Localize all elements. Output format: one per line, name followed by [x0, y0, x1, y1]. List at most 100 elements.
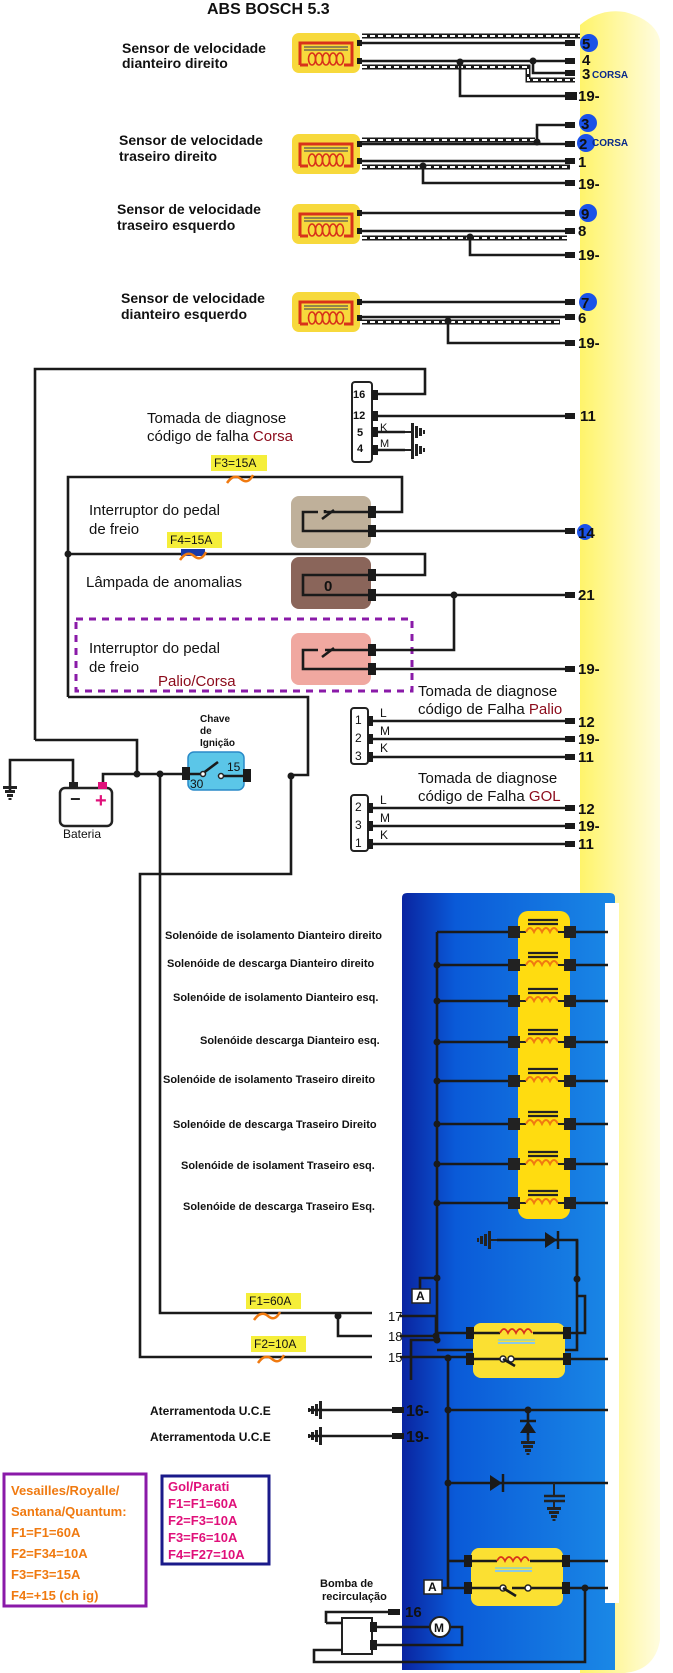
- solenoid-label: Solenóide de isolamento Traseiro direito: [163, 1074, 375, 1086]
- corsa-note: CORSA: [592, 138, 628, 149]
- battery-label: Bateria: [63, 827, 101, 841]
- ecu-pin: 12: [578, 714, 595, 731]
- recirculation-relay: [448, 1548, 570, 1606]
- ignition-switch: 30 15: [182, 751, 251, 791]
- ecu-pin: 19-: [578, 335, 600, 352]
- fuse-table-line: Gol/Parati: [168, 1479, 229, 1494]
- ignition-pin: 15: [227, 760, 241, 774]
- diode-icon: [520, 1421, 536, 1433]
- fuse-table-line: F1=F1=60A: [11, 1525, 81, 1540]
- sensor-front-right: Sensor de velocidade dianteiro direito: [122, 31, 580, 100]
- ecu-pin: 7: [581, 295, 589, 312]
- diag-connector-corsa: 16 12 5 4 K M: [351, 381, 575, 463]
- fuse-label-bg: [167, 532, 222, 548]
- fuse-table-gol: Gol/Parati F1=F1=60A F2=F3=10A F3=F6=10A…: [160, 1474, 271, 1566]
- solenoid-label: Solenóide de descarga Traseiro Direito: [173, 1119, 377, 1131]
- ecu-pin: 11: [578, 749, 594, 766]
- lamp-icon: 0: [324, 578, 332, 595]
- solenoid-label: Solenóide descarga Dianteiro esq.: [200, 1035, 380, 1047]
- ground-label: Aterramentoda U.C.E: [150, 1404, 271, 1418]
- ground-icon: [404, 440, 426, 460]
- solenoid-label: Solenóide de isolamento Dianteiro direit…: [165, 930, 382, 942]
- palio-corsa-brand: Palio/Corsa: [158, 673, 236, 690]
- pump-pin: 16: [405, 1604, 422, 1621]
- sensor-label-line2: dianteiro direito: [122, 55, 228, 71]
- fuse-table-line: Vesailles/Royalle/: [11, 1483, 120, 1498]
- ecu-pin: 4: [582, 52, 591, 69]
- ground-icon: [404, 422, 426, 442]
- sensor-label-line1: Sensor de velocidade: [122, 40, 266, 56]
- line-tag: K: [380, 828, 388, 842]
- pin-highlight: [579, 204, 597, 222]
- fuse-f2-label: F2=10A: [254, 1337, 296, 1351]
- fuse-label-bg: [246, 1293, 301, 1309]
- fuse-table-line: F2=F34=10A: [11, 1546, 88, 1561]
- battery: − +: [58, 782, 114, 828]
- diag-corsa-label: código de falha Corsa: [147, 428, 294, 445]
- fuse-f1-label: F1=60A: [249, 1294, 291, 1308]
- diag-gol-label: código de Falha GOL: [418, 788, 561, 805]
- connector-pin: 1: [355, 836, 362, 850]
- fuse-table-line: F2=F3=10A: [168, 1513, 238, 1528]
- ignition-label: de: [200, 726, 212, 737]
- ecu-pin: 19-: [578, 88, 600, 105]
- fuse-f4-label: F4=15A: [170, 533, 212, 547]
- pin-highlight: [577, 134, 595, 152]
- diag-palio-label: código de Falha Palio: [418, 701, 562, 718]
- connector-pin: 4: [357, 443, 364, 455]
- ignition-pin: 30: [190, 777, 204, 791]
- ecu-pin: 11: [578, 836, 594, 853]
- ground-label: Aterramentoda U.C.E: [150, 1430, 271, 1444]
- brake-switch: [291, 496, 376, 548]
- brake-switch-label: de freio: [89, 521, 139, 538]
- fuse-icon: [256, 1354, 286, 1364]
- connector-pin: 1: [355, 713, 362, 727]
- pin-highlight: [577, 524, 593, 540]
- ecu-pin: 6: [578, 310, 586, 327]
- connector-pin: 2: [355, 731, 362, 745]
- connector-pin: 3: [355, 818, 362, 832]
- fuse-table-vw: Vesailles/Royalle/ Santana/Quantum: F1=F…: [2, 1472, 148, 1608]
- ground-pin: 16-: [406, 1403, 429, 1420]
- fuse-icon: [252, 1311, 282, 1321]
- pump-label: Bomba de: [320, 1578, 373, 1590]
- fuse-table-line: F1=F1=60A: [168, 1496, 238, 1511]
- sensor-rear-right: Sensor de velocidade traseiro direito: [119, 122, 575, 186]
- ecu-pin: 1: [578, 154, 586, 171]
- diag-gol-label: Tomada de diagnose: [418, 770, 557, 787]
- pin-highlight: [580, 34, 598, 52]
- battery-negative: −: [70, 789, 81, 809]
- solenoid-label: Solenóide de descarga Traseiro Esq.: [183, 1201, 375, 1213]
- warning-lamp-label: Lâmpada de anomalias: [86, 574, 242, 591]
- power-pin: 18: [388, 1329, 402, 1344]
- solenoid-rows: [433, 918, 608, 1211]
- connector-pin: 2: [355, 800, 362, 814]
- ground-pin: 19-: [406, 1429, 429, 1446]
- speed-sensor-icon: [290, 132, 362, 176]
- relay-tag-label: A: [428, 1580, 437, 1594]
- fuse-label-bg: [251, 1336, 306, 1352]
- motor-icon: M: [434, 1621, 444, 1635]
- relay-tag-label: A: [416, 1289, 425, 1303]
- speed-sensor-icon: [290, 31, 362, 75]
- connector-pin: 12: [353, 410, 365, 422]
- diag-connector-palio: 1 2 3 L M K: [350, 706, 575, 765]
- fuse-body: [181, 549, 205, 556]
- ecu-pin: 14: [578, 525, 595, 542]
- ecu-pin: 5: [582, 36, 590, 53]
- diode-icon: [490, 1475, 502, 1491]
- fuse-table-line: F3=F3=15A: [11, 1567, 81, 1582]
- line-tag: M: [380, 724, 390, 738]
- solenoid-label: Solenóide de isolament Traseiro esq.: [181, 1160, 375, 1172]
- solenoid-label: Solenóide de descarga Dianteiro direito: [167, 958, 374, 970]
- ecu-pin: 21: [578, 587, 595, 604]
- ecu-pin: 9: [581, 206, 589, 223]
- pin-highlight: [579, 293, 597, 311]
- fuse-table-line: F4=+15 (ch ig): [11, 1588, 98, 1603]
- ecu-pin: 19-: [578, 818, 600, 835]
- battery-positive: +: [95, 790, 107, 812]
- warning-lamp: 0: [291, 557, 376, 609]
- ecu-pin: 11: [580, 408, 596, 425]
- ecu-pin: 19-: [578, 176, 600, 193]
- speed-sensor-icon: [290, 290, 362, 334]
